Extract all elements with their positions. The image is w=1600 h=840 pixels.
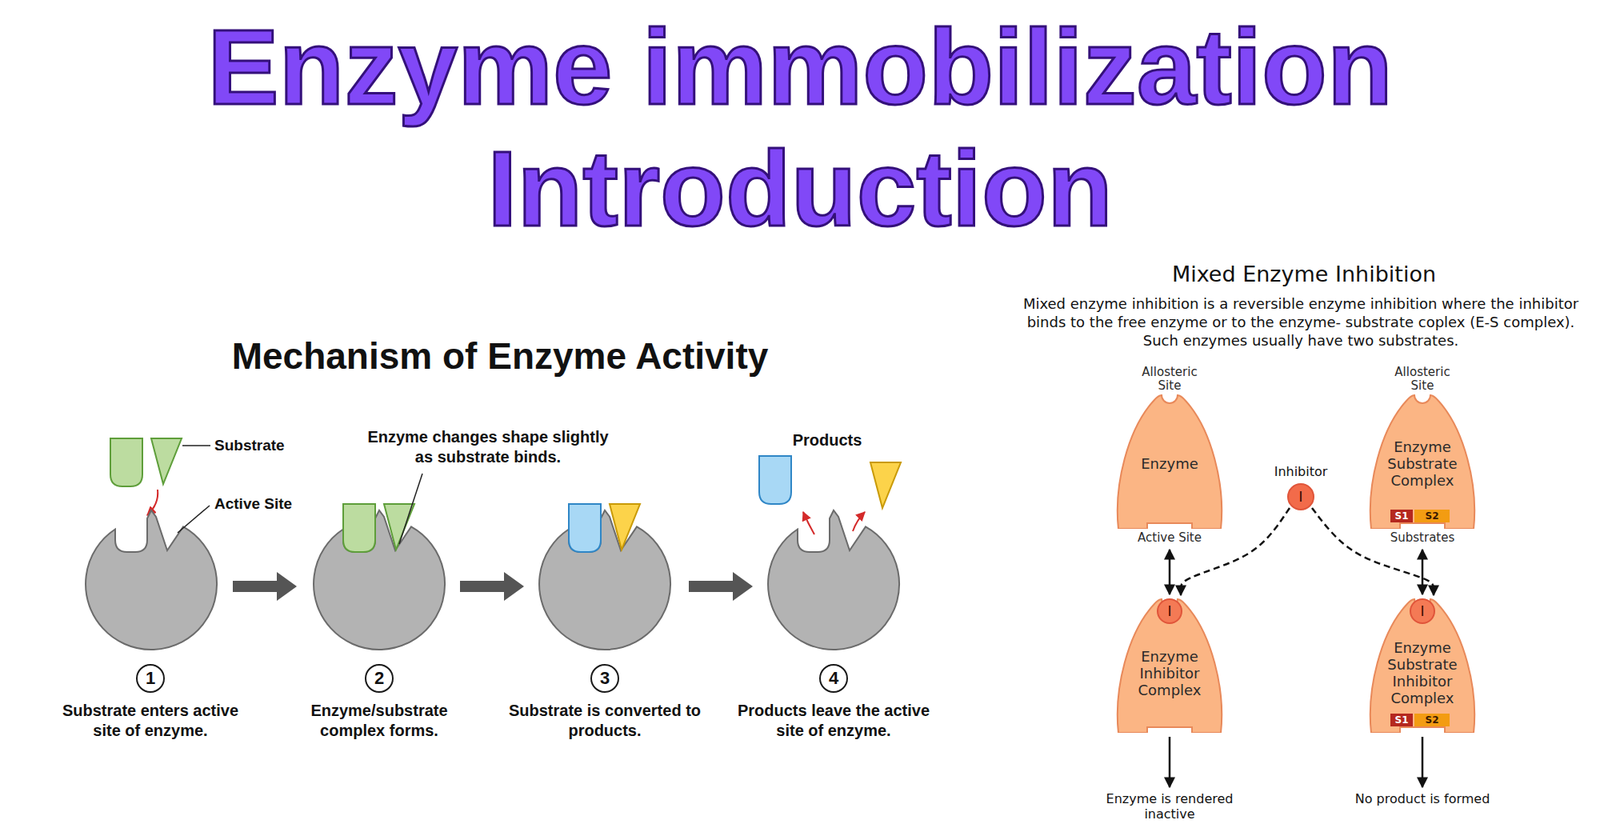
part-label: Products xyxy=(763,430,892,451)
bound-inhibitor: I xyxy=(1156,598,1183,624)
inhibitor-symbol: I xyxy=(1298,488,1303,505)
reaction-arrow xyxy=(1421,549,1424,595)
enzyme-outline xyxy=(1370,395,1475,529)
product-shape xyxy=(759,456,792,504)
inhibitor-circle: I xyxy=(1287,483,1315,511)
substrate-shape xyxy=(343,504,376,552)
description-text: Mixed enzyme inhibition is a reversible … xyxy=(1008,294,1593,350)
step-arrow xyxy=(688,572,753,601)
inhibitor-symbol: I xyxy=(1420,603,1424,620)
step-number: 2 xyxy=(374,668,384,688)
node-title: Enzyme Inhibitor Complex xyxy=(1125,648,1214,699)
inhibitor-symbol: I xyxy=(1167,603,1172,620)
step-caption: Enzyme/substrate complex forms. xyxy=(279,700,480,741)
reaction-arrow xyxy=(1168,549,1172,595)
step-arrow xyxy=(232,572,297,601)
site-label: Allosteric Site xyxy=(1136,365,1204,393)
node-title: Enzyme xyxy=(1125,455,1214,472)
substrate-name: S1 xyxy=(1395,510,1409,522)
enzyme-shape xyxy=(313,510,445,650)
outcome-arrow xyxy=(1168,736,1172,788)
substrate-name: S2 xyxy=(1425,510,1440,522)
part-label: Inhibitor xyxy=(1244,464,1357,480)
step-caption: Substrate is converted to products. xyxy=(504,700,705,741)
enzyme-shape: Allosteric SiteEnzymeActive Site xyxy=(1101,360,1238,547)
callout-number: 4 xyxy=(819,664,848,693)
release-arrow xyxy=(803,512,815,535)
substrate-block: S2 xyxy=(1414,509,1450,523)
substrate-block: S2 xyxy=(1414,713,1450,727)
callout-number: 2 xyxy=(364,664,394,693)
leader-line xyxy=(399,473,423,544)
bound-inhibitor: I xyxy=(1409,598,1436,624)
enzyme-shape xyxy=(85,510,217,650)
node-title: Enzyme Substrate Inhibitor Complex xyxy=(1378,639,1467,707)
enzyme-shape: Enzyme Substrate Inhibitor Complex I S1 S2 xyxy=(1354,596,1491,733)
leader-line xyxy=(182,444,211,447)
step-number: 4 xyxy=(828,668,839,688)
substrate-shape xyxy=(151,438,182,484)
part-label: Substrate xyxy=(214,436,343,456)
enzyme-shape xyxy=(768,510,900,650)
product-shape xyxy=(870,462,901,508)
product-shape xyxy=(609,504,640,550)
substrate-block: S1 xyxy=(1390,713,1413,727)
outcome-label: Enzyme is rendered inactive xyxy=(1100,791,1239,822)
enzyme-outline xyxy=(1117,395,1222,529)
enzyme-outline xyxy=(1370,599,1475,733)
enzyme-shape xyxy=(539,510,671,650)
section-heading: Mixed Enzyme Inhibition xyxy=(1056,260,1552,288)
product-shape xyxy=(568,504,601,552)
site-label: Substrates xyxy=(1354,528,1491,547)
release-arrow xyxy=(852,512,865,532)
part-label: Active Site xyxy=(214,494,343,514)
callout-number: 1 xyxy=(136,664,165,693)
substrate-block: S1 xyxy=(1390,509,1413,523)
site-label: Active Site xyxy=(1101,528,1238,547)
callout-number: 3 xyxy=(590,664,620,693)
substrate-name: S1 xyxy=(1395,714,1409,726)
step-arrow xyxy=(460,572,524,601)
leader-line xyxy=(177,505,210,533)
substrate-shape xyxy=(110,438,143,487)
step-number: 1 xyxy=(145,668,156,688)
enzyme-shape: Enzyme Inhibitor Complex I xyxy=(1101,596,1238,733)
site-label: Allosteric Site xyxy=(1388,365,1456,393)
step-number: 3 xyxy=(600,668,610,688)
enzyme-outline xyxy=(1117,599,1222,733)
outcome-label: No product is formed xyxy=(1353,791,1492,807)
node-title: Enzyme Substrate Complex xyxy=(1378,438,1467,489)
outcome-arrow xyxy=(1421,736,1424,788)
callout-note: Enzyme changes shape slightly as substra… xyxy=(360,427,616,468)
step-caption: Products leave the active site of enzyme… xyxy=(733,700,934,741)
substrate-name: S2 xyxy=(1425,714,1440,726)
enzyme-shape: Allosteric SiteEnzyme Substrate ComplexS… xyxy=(1354,360,1491,547)
section-heading: Mechanism of Enzyme Activity xyxy=(140,334,860,378)
page-title: Enzyme immobilization Introduction xyxy=(120,6,1480,250)
step-caption: Substrate enters active site of enzyme. xyxy=(50,700,251,741)
